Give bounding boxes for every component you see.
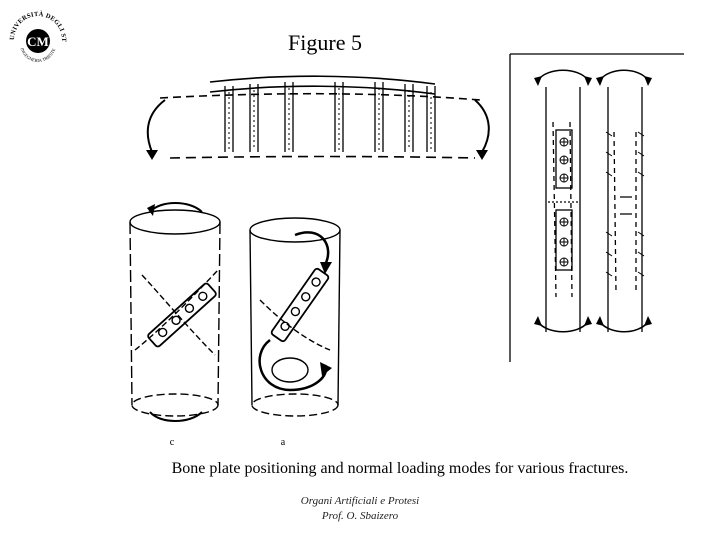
footer: Organi Artificiali e Protesi Prof. O. Sb… bbox=[230, 494, 490, 524]
svg-text:a: a bbox=[281, 437, 286, 448]
figure-title: Figure 5 bbox=[288, 30, 362, 55]
figure-caption: Bone plate positioning and normal loadin… bbox=[171, 460, 629, 477]
footer-author: Prof. O. Sbaizero bbox=[321, 510, 399, 522]
svg-text:c: c bbox=[170, 437, 175, 448]
torsion-plate-figures: c a bbox=[129, 202, 341, 448]
footer-course: Organi Artificiali e Protesi bbox=[300, 495, 420, 507]
bending-plate-figure bbox=[146, 75, 490, 160]
university-logo: UNIVERSITÀ DEGLI STUDI DI TRIESTE CM ING… bbox=[6, 8, 69, 71]
fracture-plate-figure bbox=[509, 53, 684, 362]
svg-text:CM: CM bbox=[27, 34, 49, 49]
